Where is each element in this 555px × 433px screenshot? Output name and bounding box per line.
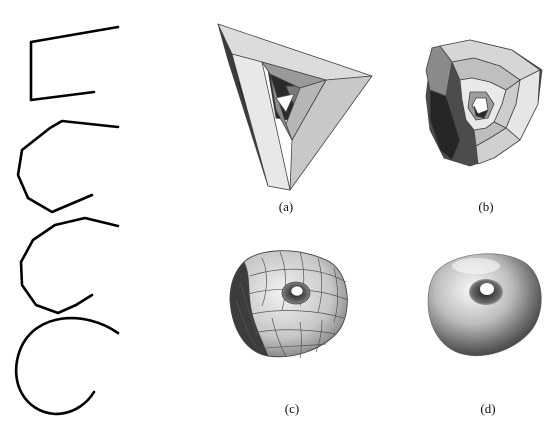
profile-curve-3 (19, 216, 120, 315)
panel-a-caption: (a) (278, 199, 294, 214)
profile-curve-1 (29, 25, 120, 102)
panel-c-caption: (c) (284, 401, 300, 416)
panel-a-model (217, 23, 373, 191)
panel-b-caption: (b) (478, 199, 494, 214)
profile-curve-2 (16, 119, 120, 214)
panel-d-caption: (d) (480, 401, 496, 416)
profile-curve-4 (14, 316, 120, 416)
panel-c-model (229, 250, 349, 359)
panel-b-model (425, 39, 543, 167)
profile-curves (14, 25, 120, 416)
panel-d-model (427, 253, 542, 357)
